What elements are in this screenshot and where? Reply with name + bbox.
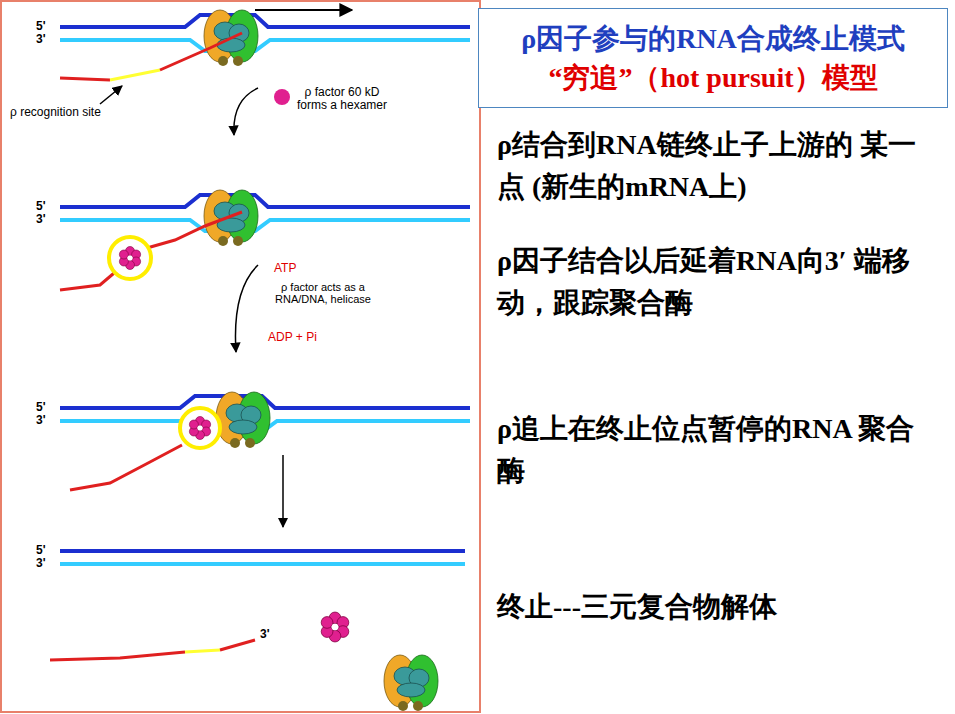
factor-label: ρ factor 60 kD forms a hexamer (292, 86, 392, 111)
strand-end: 3' (260, 628, 270, 641)
strand-end: 5' (36, 20, 46, 33)
step-text: ρ结合到RNA链终止子上游的 某一点 (新生的mRNA上) (497, 124, 927, 208)
strand-end: 5' (36, 544, 46, 557)
title-box: ρ因子参与的RNA合成终止模式 “穷追”（hot pursuit）模型 (478, 8, 948, 108)
strand-end: 3' (36, 557, 46, 570)
title-text: ρ因子参与的RNA合成终止模式 (487, 22, 939, 56)
strand-end: 3' (36, 33, 46, 46)
step-text: ρ因子结合以后延着RNA向3′ 端移动，跟踪聚合酶 (497, 240, 927, 324)
site-label: ρ recognition site (10, 106, 130, 119)
adp-label: ADP + Pi (268, 331, 317, 344)
strand-end: 5' (36, 200, 46, 213)
step-text: ρ追上在终止位点暂停的RNA 聚合酶 (497, 408, 927, 492)
helicase-label: ρ factor acts as a RNA/DNA, helicase (268, 282, 378, 305)
strand-end: 5' (36, 401, 46, 414)
strand-end: 3' (36, 414, 46, 427)
subtitle-text: “穷追”（hot pursuit）模型 (487, 61, 939, 95)
strand-end: 3' (36, 213, 46, 226)
atp-label: ATP (274, 262, 296, 275)
step-text: 终止---三元复合物解体 (497, 586, 927, 628)
